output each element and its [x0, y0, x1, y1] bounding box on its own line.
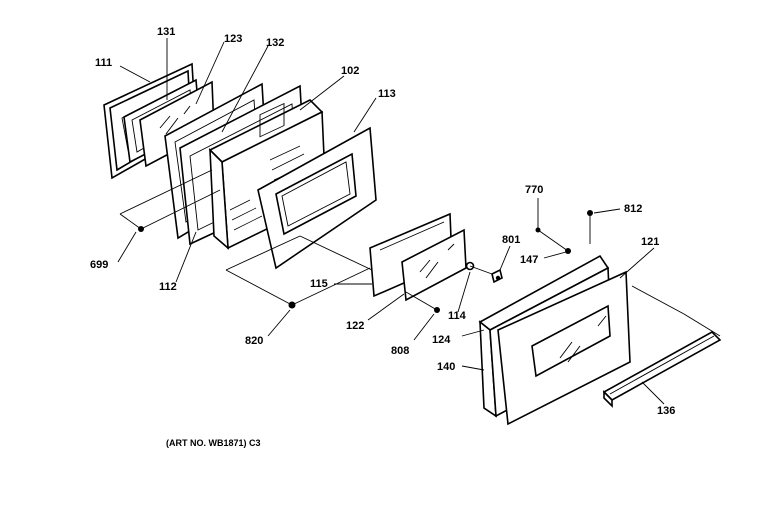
part-136-handle [602, 331, 722, 408]
label-808: 808 [391, 345, 410, 357]
part-121-outer-glass [497, 270, 631, 426]
part-113-inner-panel [257, 126, 377, 270]
part-122-inner-glass [401, 228, 467, 302]
label-136: 136 [657, 405, 676, 417]
label-140: 140 [437, 361, 456, 373]
label-132: 132 [266, 37, 285, 49]
label-113: 113 [378, 88, 396, 100]
leader-lines [117, 38, 665, 405]
label-115: 115 [310, 278, 328, 290]
label-121: 121 [641, 236, 660, 248]
assembly-lines [119, 169, 721, 337]
label-123: 123 [224, 33, 243, 45]
part-102-door-box [208, 99, 327, 250]
art-number: (ART NO. WB1871) C3 [166, 438, 261, 448]
label-124: 124 [432, 334, 451, 346]
label-112: 112 [159, 281, 177, 293]
label-699: 699 [90, 259, 109, 271]
part-801-screw [491, 268, 503, 284]
label-812: 812 [624, 203, 643, 215]
label-770: 770 [525, 184, 544, 196]
label-102: 102 [341, 65, 360, 77]
label-122: 122 [346, 320, 365, 332]
label-111: 111 [95, 57, 113, 69]
label-147: 147 [520, 254, 539, 266]
label-131: 131 [157, 26, 176, 38]
label-114: 114 [448, 310, 466, 322]
label-820: 820 [245, 335, 264, 347]
label-801: 801 [502, 234, 521, 246]
